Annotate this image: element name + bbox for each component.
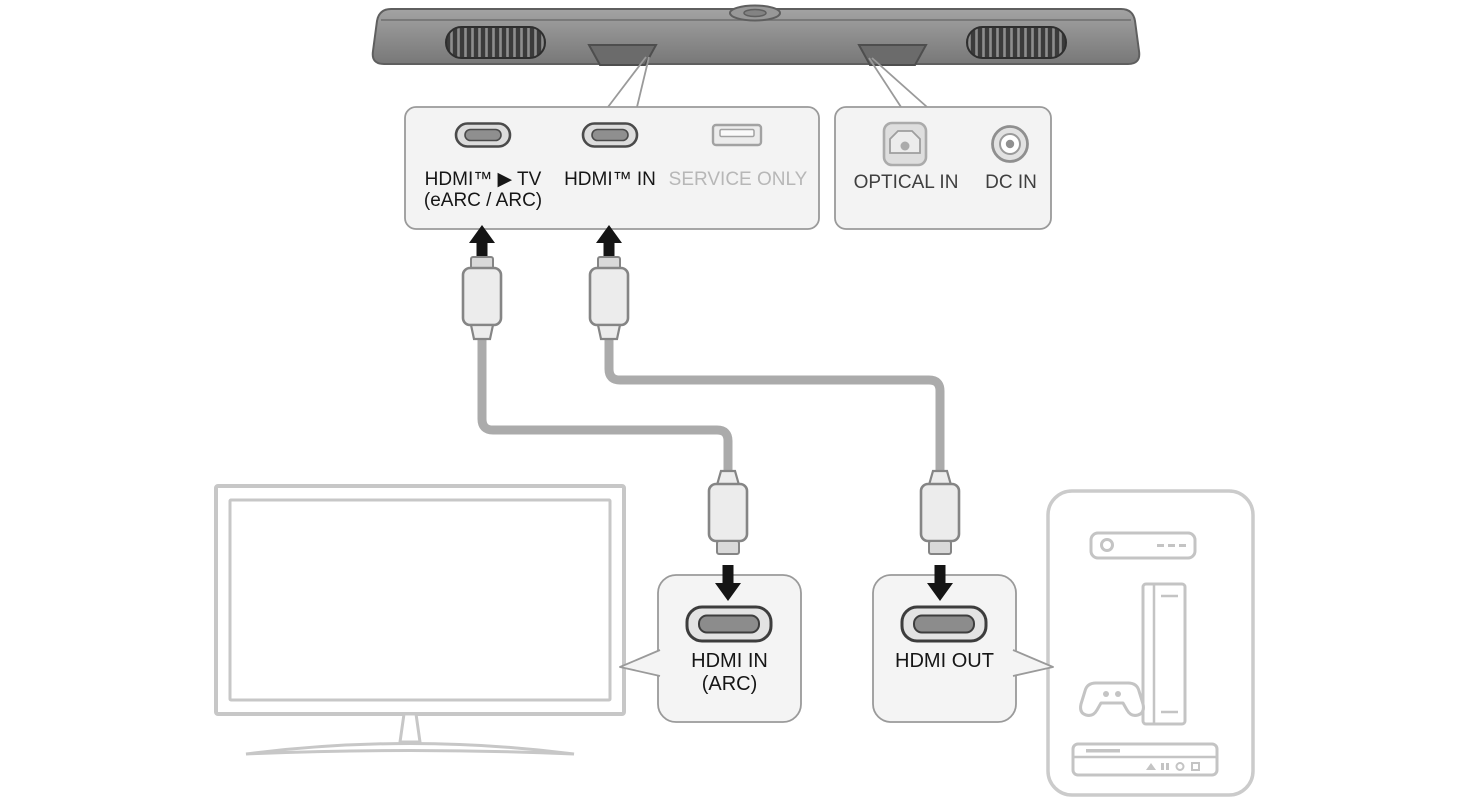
label-dc-in-port: DC IN	[985, 172, 1037, 193]
optical-port-icon	[882, 121, 928, 167]
ports-panel-right-box	[834, 106, 1052, 230]
tv-stand-base	[245, 742, 575, 756]
hdmi-connector	[707, 469, 749, 555]
usb-port-icon	[711, 123, 763, 147]
set-top-box-icon	[1089, 531, 1197, 560]
tv-stand-neck	[398, 712, 422, 744]
callout-wedge-right	[868, 57, 928, 108]
dvd-player-icon	[1071, 742, 1219, 777]
hdmi-port-icon	[900, 605, 988, 643]
label-hdmi-tv-port: HDMI™ ▶ TV (eARC / ARC)	[403, 169, 563, 211]
hdmi-connector	[461, 256, 503, 341]
arrow-down-icon	[715, 565, 741, 601]
label-hdmi-in-port: HDMI™ IN	[564, 169, 656, 190]
label-line: HDMI IN	[691, 650, 768, 672]
hdmi-connector	[588, 256, 630, 341]
label-device-hdmi-out: HDMI OUT	[895, 650, 994, 672]
soundbar-mount-notch	[587, 44, 658, 66]
hdmi-port-icon	[581, 122, 639, 148]
callout-pointer	[1012, 649, 1054, 677]
label-line: HDMI™ ▶ TV	[424, 169, 542, 190]
dc-in-jack-icon	[991, 125, 1029, 163]
callout-pointer	[619, 649, 661, 677]
tv-illustration	[214, 484, 626, 756]
callout-wedge-left	[607, 56, 650, 108]
arrow-down-icon	[927, 565, 953, 601]
gamepad-icon	[1079, 681, 1145, 717]
arrow-up-icon	[596, 225, 622, 257]
soundbar-mount-notch	[857, 44, 928, 66]
hdmi-cable	[477, 337, 733, 479]
label-line: (ARC)	[701, 673, 758, 695]
label-service-only-port: SERVICE ONLY	[668, 169, 808, 190]
tv-screen	[228, 498, 612, 702]
hdmi-connector	[919, 469, 961, 555]
hdmi-port-icon	[685, 605, 773, 643]
arrow-up-icon	[469, 225, 495, 257]
soundbar-grille-left	[445, 26, 546, 59]
hdmi-port-icon	[454, 122, 512, 148]
soundbar-grille-right	[966, 26, 1067, 59]
hdmi-cable	[604, 337, 945, 479]
device-callout-box	[872, 574, 1017, 723]
label-optical-in-port: OPTICAL IN	[853, 172, 959, 193]
soundbar-illustration	[371, 4, 1141, 66]
game-console-icon	[1141, 582, 1187, 726]
external-devices-illustration	[1046, 489, 1255, 797]
label-tv-hdmi-in-arc: HDMI IN (ARC)	[659, 650, 800, 696]
label-line: (eARC / ARC)	[423, 190, 543, 211]
